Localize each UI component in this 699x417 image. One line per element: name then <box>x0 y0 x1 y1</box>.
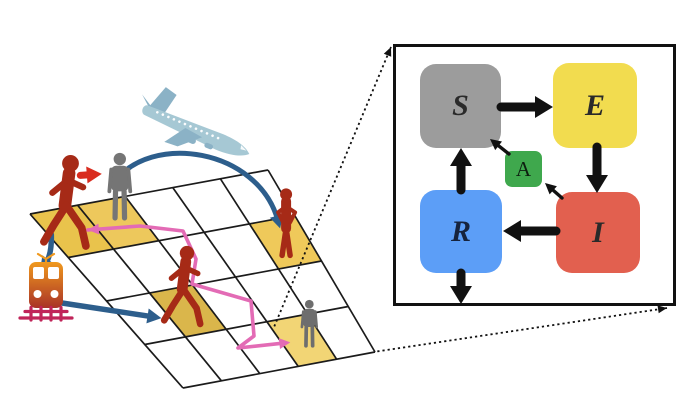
grid-cell-highlight <box>266 314 337 367</box>
model-inset-box: S E A R I <box>393 44 676 306</box>
person-arrived-by-air <box>276 188 298 259</box>
person-small-gray <box>300 299 319 348</box>
inset-callout-line-top <box>273 46 392 327</box>
movement-path <box>86 223 291 350</box>
compartment-infected: I <box>556 192 640 273</box>
compartment-exposed: E <box>553 63 637 148</box>
inset-callout-line-bottom <box>377 305 668 353</box>
grid-cell-highlight <box>77 196 159 250</box>
airplane <box>142 87 250 156</box>
grid-cell-highlight <box>149 285 227 337</box>
train <box>18 252 74 322</box>
person-standing-gray <box>107 152 133 221</box>
infection-contact-arrow <box>76 166 102 184</box>
compartment-asymptomatic: A <box>505 151 542 187</box>
train-to-cell-arrow <box>59 300 162 324</box>
compartment-susceptible: S <box>420 64 501 148</box>
walk-to-train-arrow <box>40 231 55 271</box>
grid-cell-highlight <box>249 215 322 269</box>
flight-path-arc <box>111 150 284 229</box>
person-walking-center <box>160 245 204 328</box>
grid-cell-highlight <box>30 205 114 258</box>
compartment-recovered: R <box>420 190 502 273</box>
people <box>40 152 319 348</box>
spatial-grid <box>29 169 376 389</box>
person-walking-infected <box>40 155 90 250</box>
